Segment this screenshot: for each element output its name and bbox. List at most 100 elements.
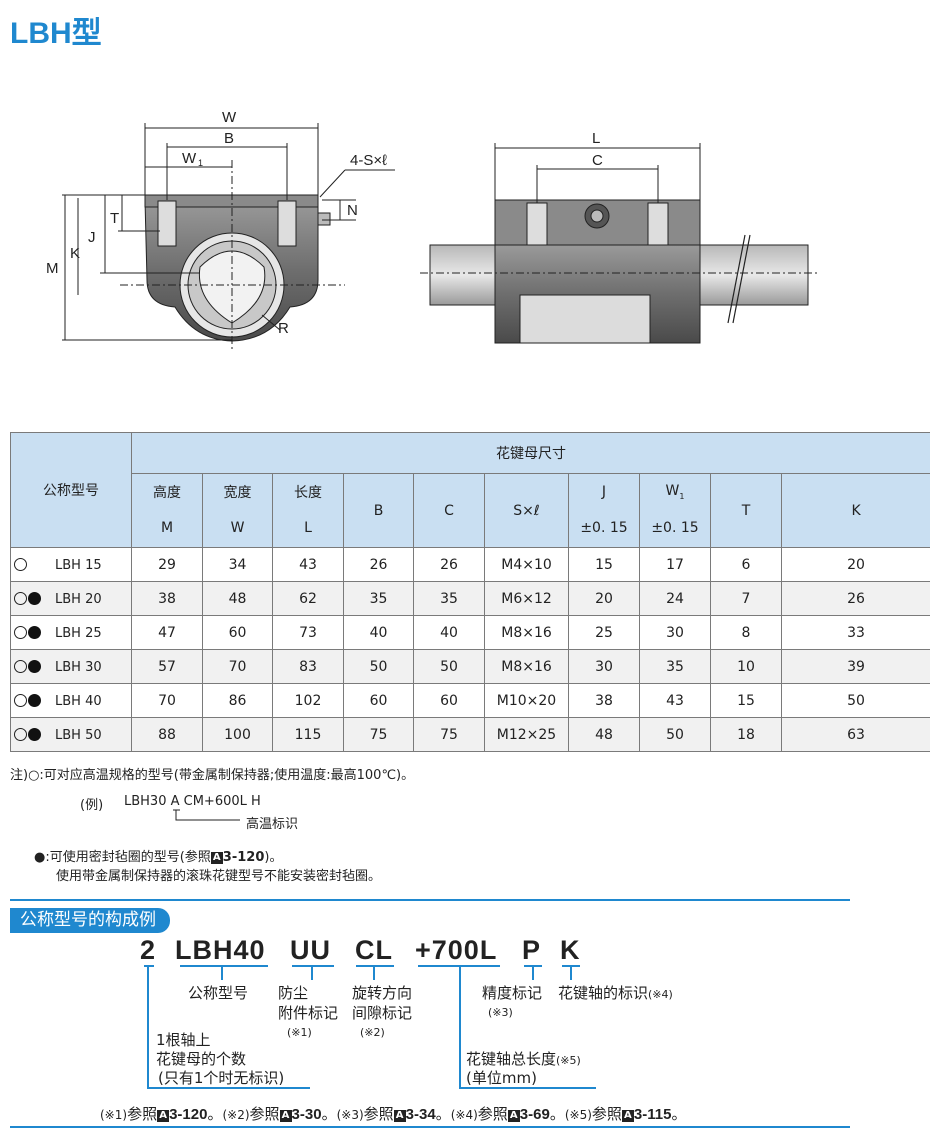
table-cell: M10×20 xyxy=(484,683,569,718)
table-cell: 50 xyxy=(343,649,414,684)
table-cell: 35 xyxy=(413,581,485,616)
label-rot-2: 间隙标记 xyxy=(352,1004,413,1022)
model-cell: LBH 50 xyxy=(10,717,132,752)
table-cell: 24 xyxy=(639,581,711,616)
table-cell: 15 xyxy=(568,547,640,582)
model-name: LBH 30 xyxy=(55,659,102,675)
table-cell: 26 xyxy=(413,547,485,582)
high-temp-symbol xyxy=(14,625,27,639)
table-cell: 17 xyxy=(639,547,711,582)
table-cell: 38 xyxy=(568,683,640,718)
dim-R: R xyxy=(278,320,289,337)
label-seal-1: 防尘 xyxy=(278,984,309,1002)
label-length-2: (单位mm) xyxy=(466,1069,537,1087)
table-cell: 40 xyxy=(413,615,485,650)
code-shaft: K xyxy=(560,935,581,965)
table-cell: 20 xyxy=(568,581,640,616)
table-cell: 34 xyxy=(202,547,273,582)
table-cell: 38 xyxy=(131,581,203,616)
label-seal-2: 附件标记 xyxy=(278,1004,339,1022)
seal-symbol xyxy=(28,659,41,673)
spec-table: 公称型号 花键母尺寸 高度 宽度 长度 B C S×ℓ J W1 T K M W… xyxy=(10,432,930,752)
table-cell: 15 xyxy=(710,683,782,718)
label-accuracy-ref: (※3) xyxy=(488,1006,513,1019)
table-cell: 70 xyxy=(202,649,273,684)
table-cell: 20 xyxy=(780,547,930,582)
dim-K: K xyxy=(70,245,80,262)
code-model: LBH40 xyxy=(175,935,266,965)
table-cell: M6×12 xyxy=(484,581,569,616)
col-header-bottom: L xyxy=(272,509,344,548)
code-count: 2 xyxy=(140,935,157,965)
table-cell: 43 xyxy=(272,547,344,582)
high-temp-symbol xyxy=(14,659,27,673)
seal-symbol xyxy=(28,625,41,639)
table-cell: 50 xyxy=(413,649,485,684)
col-header: S×ℓ xyxy=(484,473,569,548)
col-header-top: 长度 xyxy=(272,473,344,509)
model-name: LBH 40 xyxy=(55,693,102,709)
dim-W1-sub: 1 xyxy=(198,158,203,168)
table-cell: 29 xyxy=(131,547,203,582)
table-cell: 26 xyxy=(343,547,414,582)
shaft-right xyxy=(699,244,809,306)
dim-B: B xyxy=(224,130,234,147)
dim-L: L xyxy=(592,130,600,147)
table-cell: 30 xyxy=(568,649,640,684)
dim-M: M xyxy=(46,260,59,277)
table-cell: 100 xyxy=(202,717,273,752)
model-name: LBH 25 xyxy=(55,625,102,641)
seal-symbol xyxy=(28,591,41,605)
note-high-temp: 注)○:可对应高温规格的型号(带金属制保持器;使用温度:最高100℃)。 xyxy=(10,768,415,783)
col-header-top: 高度 xyxy=(131,473,203,509)
dim-N: N xyxy=(347,202,358,219)
group-header: 花键母尺寸 xyxy=(130,432,930,474)
label-model: 公称型号 xyxy=(188,984,249,1002)
label-shaft-mark: 花键轴的标识(※4) xyxy=(558,984,673,1002)
table-cell: 57 xyxy=(131,649,203,684)
shaft-left xyxy=(429,244,496,306)
col-header-top: J xyxy=(568,473,640,509)
code-rotation: CL xyxy=(355,935,393,965)
table-cell: 62 xyxy=(272,581,344,616)
table-cell: M12×25 xyxy=(484,717,569,752)
high-temp-symbol xyxy=(14,727,27,741)
col-header: C xyxy=(413,473,485,548)
col-header-bottom: ±0. 15 xyxy=(639,509,711,548)
table-cell: 60 xyxy=(202,615,273,650)
code-seal: UU xyxy=(290,935,331,965)
col-header: K xyxy=(780,473,930,548)
table-cell: 88 xyxy=(131,717,203,752)
model-cell: LBH 25 xyxy=(10,615,132,650)
table-cell: 6 xyxy=(710,547,782,582)
table-cell: 18 xyxy=(710,717,782,752)
col-header-top: 宽度 xyxy=(202,473,273,509)
table-cell: M8×16 xyxy=(484,649,569,684)
section-divider xyxy=(10,899,850,901)
table-cell: 30 xyxy=(639,615,711,650)
table-cell: 43 xyxy=(639,683,711,718)
table-cell: 63 xyxy=(780,717,930,752)
table-cell: 33 xyxy=(780,615,930,650)
dim-T: T xyxy=(110,210,119,227)
high-temp-symbol xyxy=(14,693,27,707)
bottom-divider xyxy=(10,1126,850,1128)
model-cell: LBH 15 xyxy=(10,547,132,582)
table-cell: 60 xyxy=(413,683,485,718)
col-header-top: W1 xyxy=(639,473,711,509)
table-cell: 25 xyxy=(568,615,640,650)
label-count-3: (只有1个时无标识) xyxy=(158,1069,285,1087)
seal-symbol xyxy=(28,727,41,741)
table-cell: 75 xyxy=(413,717,485,752)
table-cell: 75 xyxy=(343,717,414,752)
table-cell: 8 xyxy=(710,615,782,650)
